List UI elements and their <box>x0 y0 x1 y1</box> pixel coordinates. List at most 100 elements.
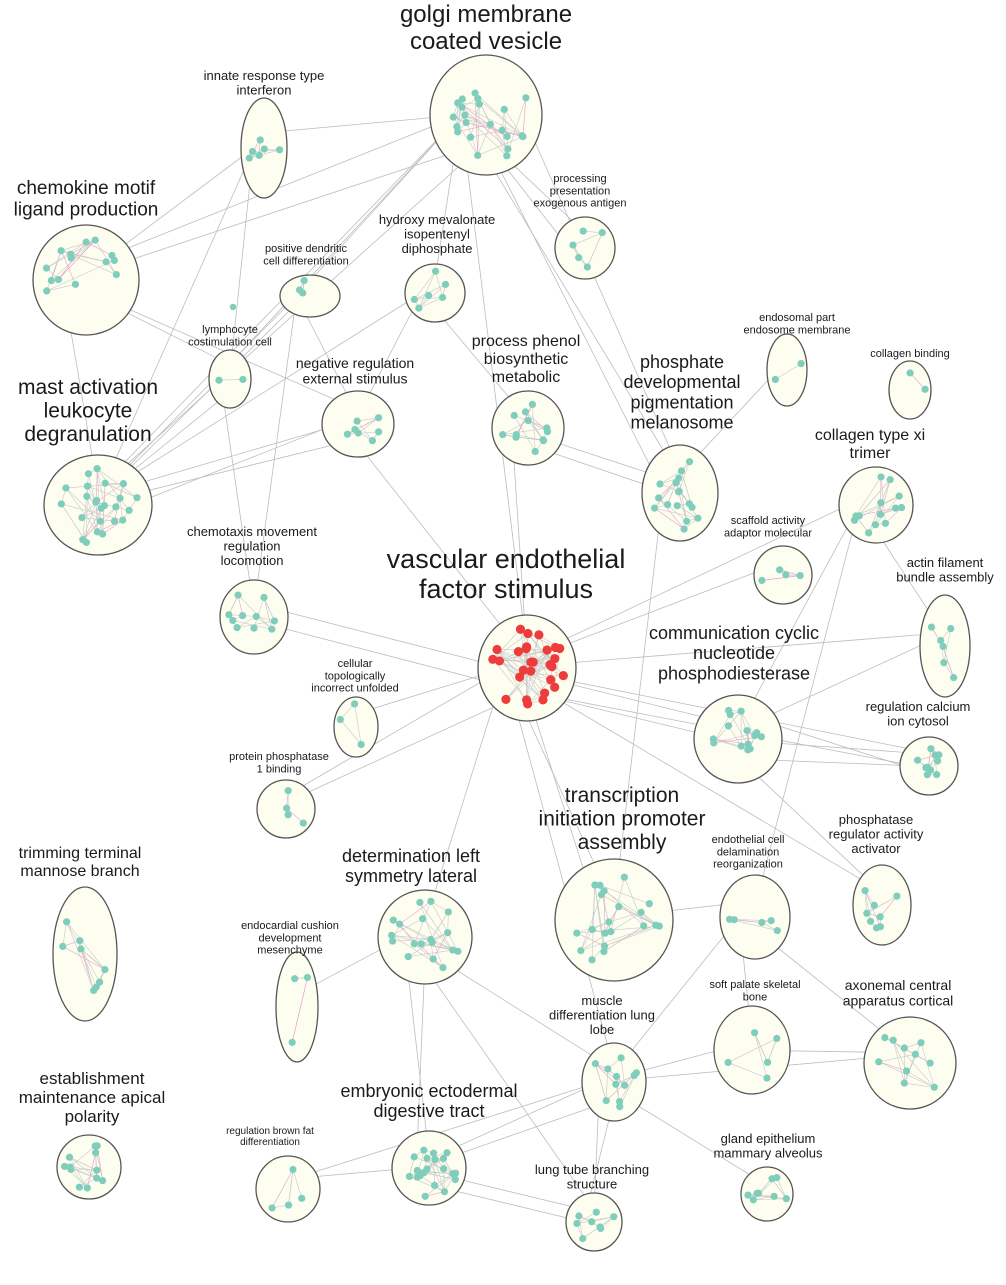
cluster-phosphatase_reg[interactable] <box>853 865 911 945</box>
cluster-camp[interactable] <box>694 695 782 783</box>
cluster-embryonic[interactable] <box>392 1131 466 1205</box>
gene-node <box>937 637 944 644</box>
gene-node <box>101 502 108 509</box>
gene-node-highlight <box>559 671 568 680</box>
cluster-chemotaxis[interactable] <box>220 580 288 654</box>
gene-node <box>651 505 658 512</box>
cluster-phenol[interactable] <box>492 391 564 465</box>
gene-node <box>773 1174 780 1181</box>
gene-node <box>731 916 738 923</box>
cluster-soft_palate[interactable] <box>714 1006 790 1094</box>
gene-node <box>877 511 884 518</box>
cluster-label-line: negative regulation <box>296 355 414 371</box>
cluster-chemokine[interactable] <box>33 225 139 335</box>
cluster-label-line: ligand production <box>14 199 159 220</box>
cluster-processing[interactable] <box>555 217 615 279</box>
cluster-innate[interactable] <box>241 98 287 198</box>
cluster-golgi[interactable] <box>430 55 542 175</box>
gene-node <box>108 252 115 259</box>
gene-node <box>351 426 358 433</box>
gene-node <box>84 483 91 490</box>
cluster-endosomal[interactable] <box>767 334 807 406</box>
gene-node <box>43 264 50 271</box>
gene-node <box>503 152 510 159</box>
gene-node <box>439 964 446 971</box>
cluster-label-line: regulation <box>223 539 280 554</box>
gene-node <box>903 1067 910 1074</box>
gene-node <box>621 1082 628 1089</box>
cluster-cellular_topo[interactable] <box>334 697 378 757</box>
cluster-ring <box>694 695 782 783</box>
cluster-transcription[interactable] <box>555 859 673 981</box>
cluster-scaffold[interactable] <box>754 546 812 604</box>
cluster-endocardial[interactable] <box>276 952 318 1062</box>
cluster-ring <box>492 391 564 465</box>
cluster-pp1[interactable] <box>257 780 315 838</box>
gene-node <box>575 254 582 261</box>
gene-node <box>76 1184 83 1191</box>
cluster-endothelial_delam[interactable] <box>720 875 790 959</box>
cluster-calcium[interactable] <box>900 737 958 795</box>
cluster-lung_tube[interactable] <box>566 1193 622 1251</box>
gene-node <box>664 501 671 508</box>
cluster-axonemal[interactable] <box>864 1017 956 1109</box>
gene-node <box>291 975 298 982</box>
cluster-collagen_binding[interactable] <box>889 361 931 419</box>
cluster-mevalonate[interactable] <box>405 264 465 322</box>
cluster-muscle_lung[interactable] <box>582 1043 646 1121</box>
gene-node <box>461 112 468 119</box>
gene-node <box>686 500 693 507</box>
gene-node <box>774 927 781 934</box>
gene-node <box>603 1097 610 1104</box>
cluster-label-line: developmental <box>623 372 740 392</box>
gene-node <box>102 258 109 265</box>
gene-node <box>927 745 934 752</box>
gene-node <box>92 236 99 243</box>
cluster-label-line: chemotaxis movement <box>187 524 317 539</box>
cluster-brown_fat[interactable] <box>256 1156 320 1222</box>
gene-node <box>443 1149 450 1156</box>
cluster-negative_reg[interactable] <box>322 391 394 457</box>
cluster-mast[interactable] <box>44 455 152 555</box>
cluster-phosphate_dev[interactable] <box>642 445 718 541</box>
gene-node <box>573 930 580 937</box>
gene-node-highlight <box>501 695 510 704</box>
gene-node <box>613 1073 620 1080</box>
cluster-label-line: axonemal central <box>845 977 952 993</box>
cluster-actin[interactable] <box>920 595 970 697</box>
gene-node <box>296 286 303 293</box>
cluster-left_right[interactable] <box>378 890 472 984</box>
gene-node <box>646 900 653 907</box>
gene-node <box>285 787 292 794</box>
gene-node <box>931 1084 938 1091</box>
cluster-label-line: scaffold activity <box>731 515 806 527</box>
cluster-trimming[interactable] <box>53 887 117 1021</box>
cluster-gland[interactable] <box>741 1167 793 1221</box>
cluster-vascular[interactable] <box>478 615 576 721</box>
gene-node-highlight <box>534 630 543 639</box>
gene-node <box>261 145 268 152</box>
gene-node-highlight <box>523 629 532 638</box>
cluster-establishment[interactable] <box>57 1135 121 1199</box>
cluster-lymphocyte[interactable] <box>209 350 251 408</box>
gene-node <box>430 955 437 962</box>
cluster-label-line: cellular <box>338 658 373 670</box>
gene-node <box>674 502 681 509</box>
gene-node <box>501 106 508 113</box>
gene-node <box>763 1074 770 1081</box>
gene-node <box>66 1154 73 1161</box>
gene-node <box>621 874 628 881</box>
cluster-collagen_xi[interactable] <box>839 467 913 543</box>
gene-node <box>616 1103 623 1110</box>
cluster-dendritic[interactable] <box>280 275 340 317</box>
gene-node <box>580 228 587 235</box>
gene-node-highlight <box>522 644 531 653</box>
cluster-label-line: mesenchyme <box>257 945 322 957</box>
cluster-label-line: regulation calcium <box>866 699 971 714</box>
cluster-label-line: protein phosphatase <box>229 751 329 763</box>
